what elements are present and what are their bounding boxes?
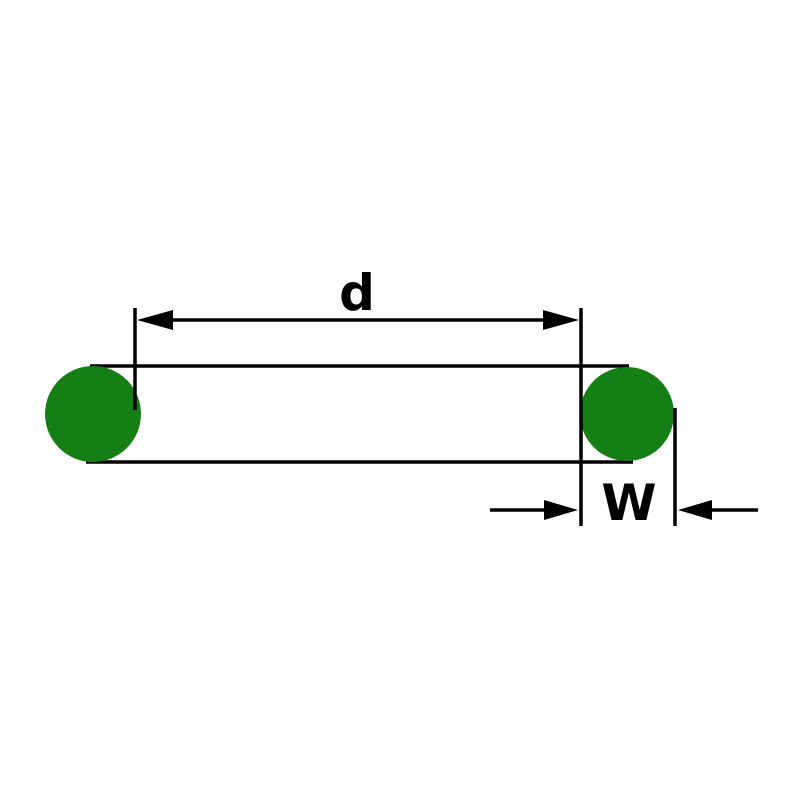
d-arrowhead-left (137, 310, 173, 330)
d-arrowhead-right (543, 310, 579, 330)
w-arrowhead-right (678, 500, 712, 520)
oring-left-cross-section (45, 366, 141, 462)
d-label: d (339, 264, 375, 322)
w-label: W (601, 474, 656, 532)
oring-right-cross-section (580, 367, 674, 461)
w-arrowhead-left (544, 500, 578, 520)
